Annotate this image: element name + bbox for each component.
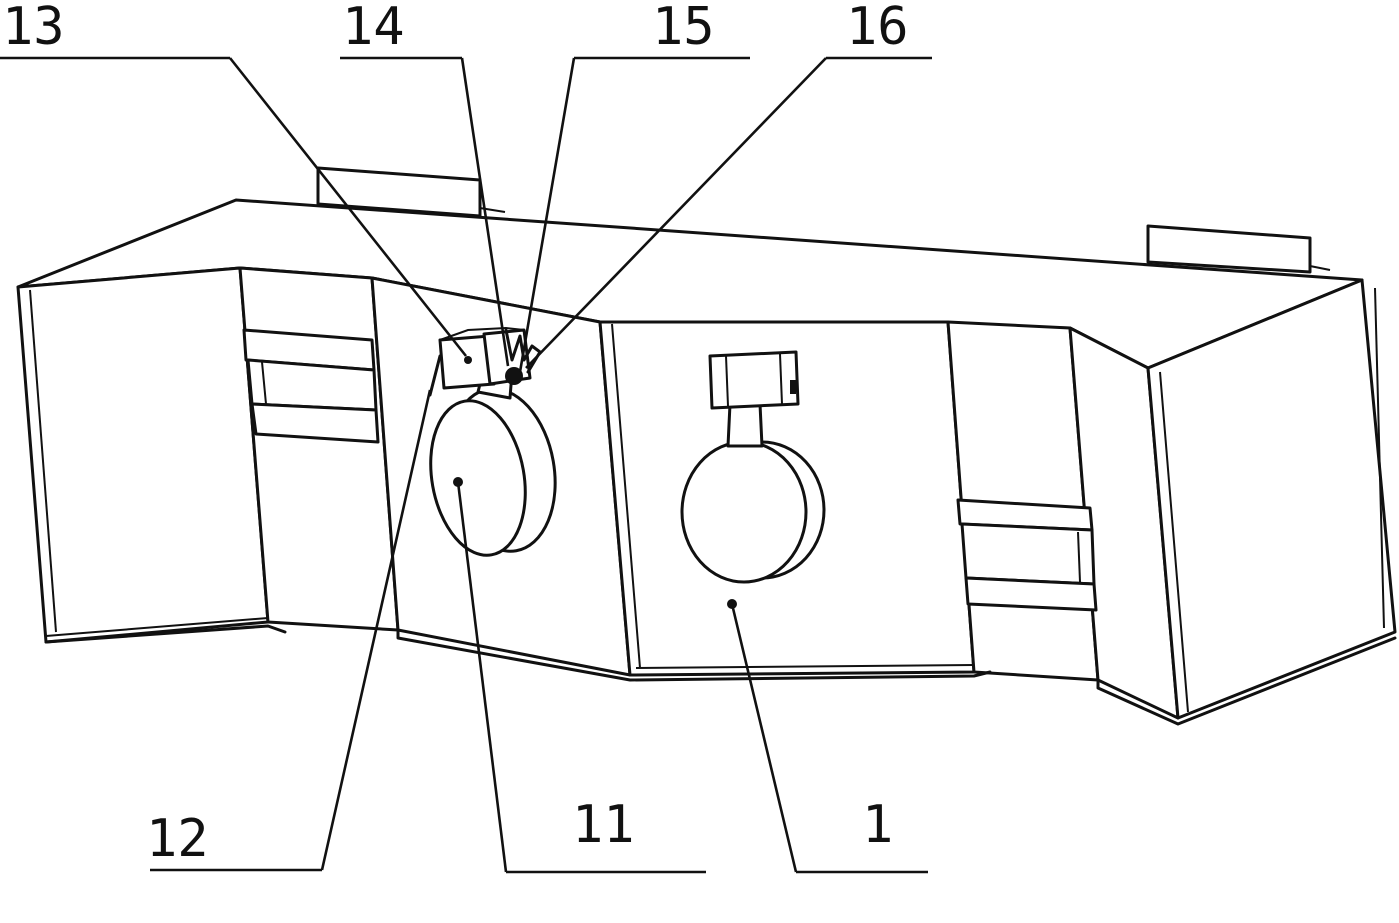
callout-13: 13: [2, 0, 65, 57]
callout-11: 11: [572, 795, 635, 855]
callout-15: 15: [652, 0, 715, 57]
reference-dots: [453, 477, 737, 609]
door-round: [680, 350, 826, 584]
hinge-left: [242, 328, 380, 444]
callout-16: 16: [846, 0, 909, 57]
leader-lines: [0, 56, 932, 874]
callout-1: 1: [862, 795, 893, 855]
bottom-ledges: [44, 617, 1397, 726]
hinge-right: [956, 498, 1098, 612]
callout-12: 12: [146, 809, 209, 869]
door-11: [429, 370, 557, 557]
callout-14: 14: [342, 0, 405, 57]
top-tab-right: [1146, 224, 1331, 274]
